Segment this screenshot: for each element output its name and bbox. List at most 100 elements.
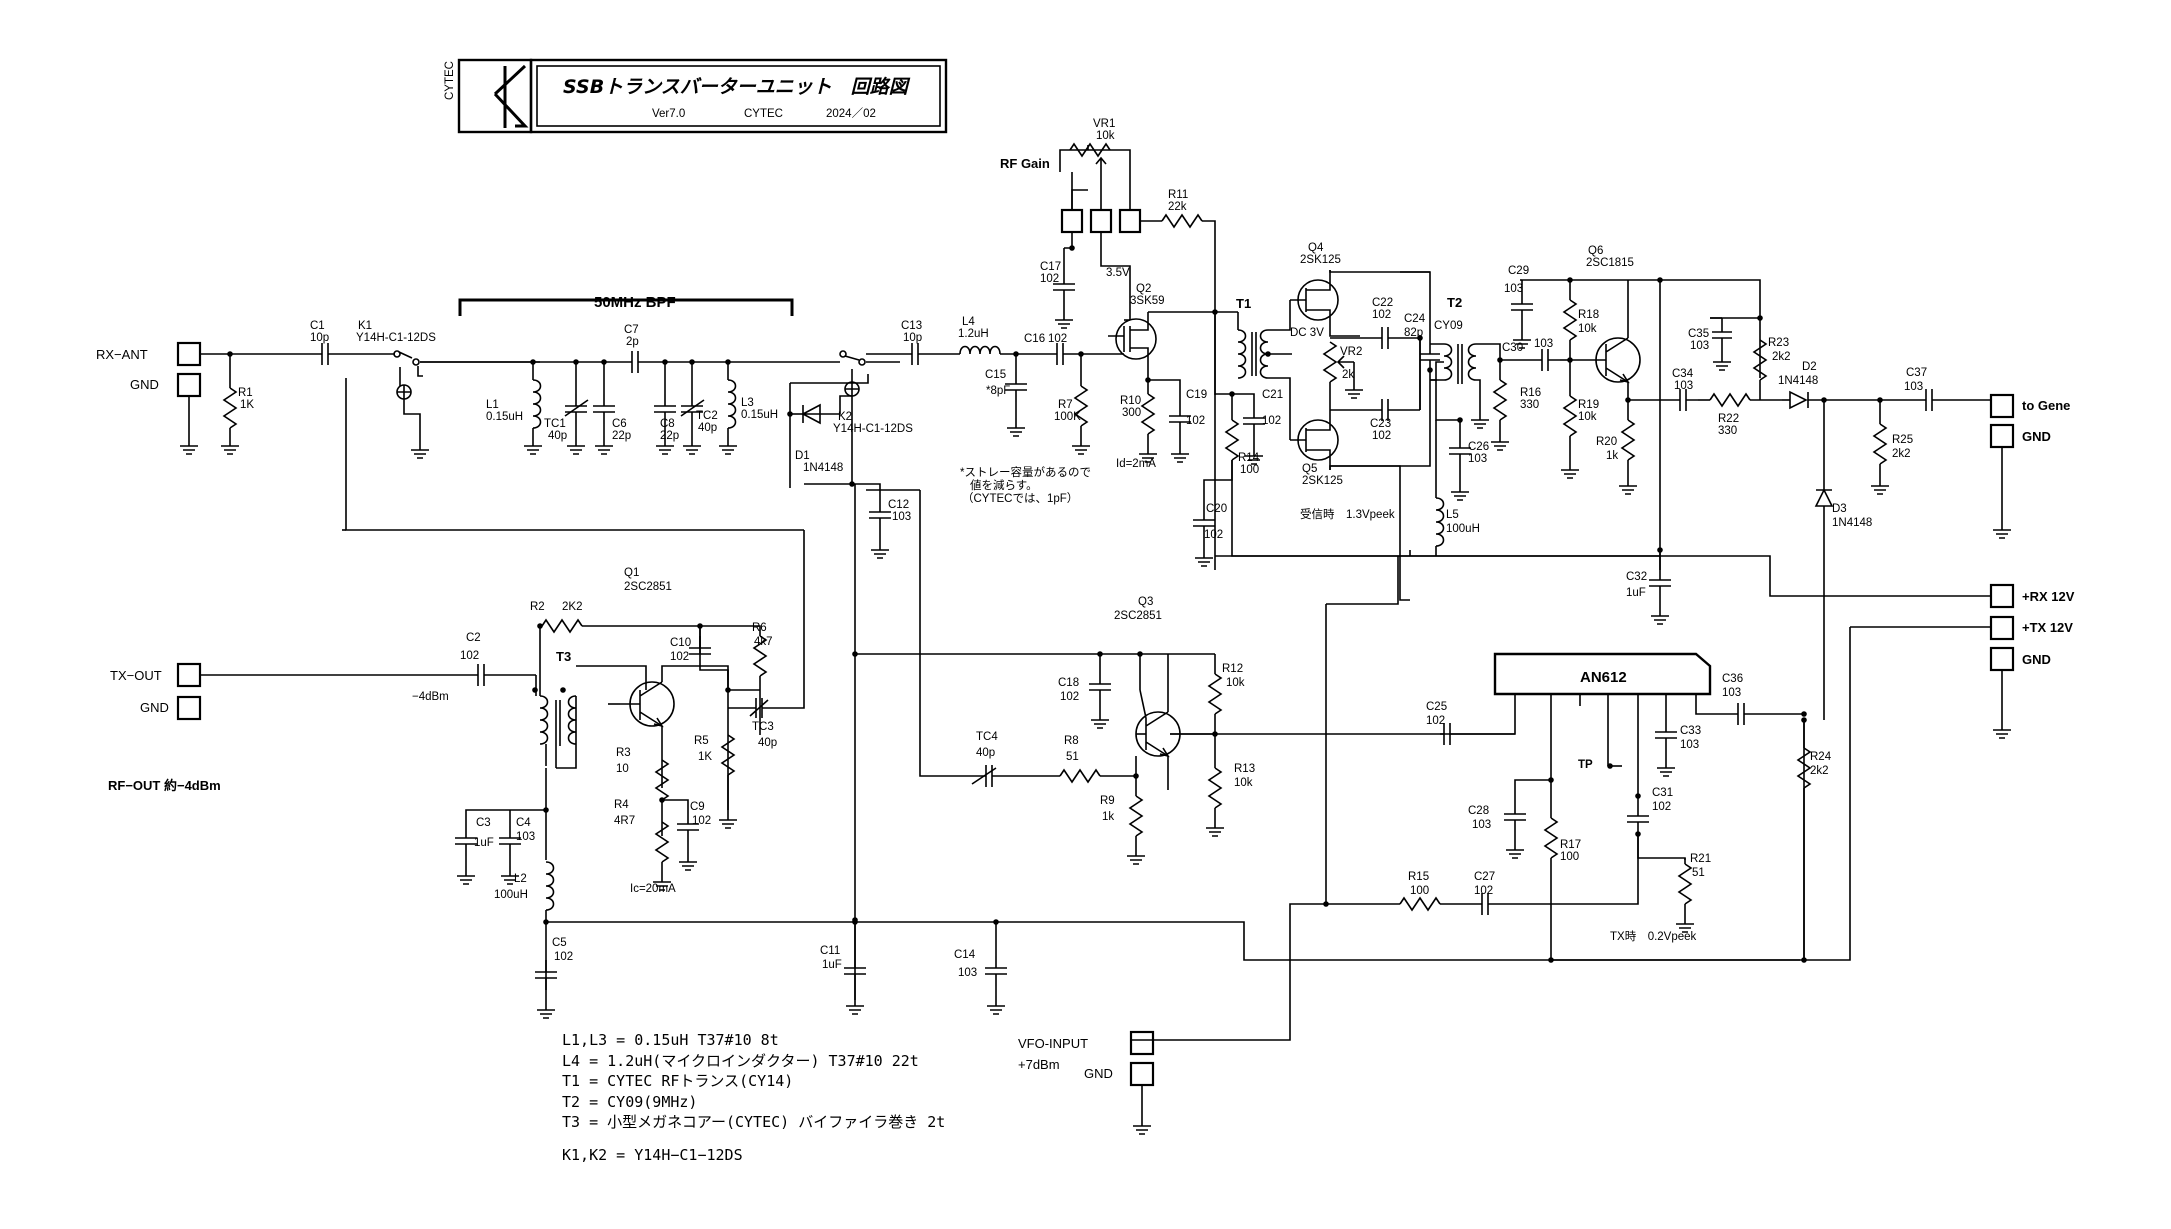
label-c20: C20	[1206, 503, 1227, 515]
gnd-label: GND	[1084, 1066, 1113, 1081]
label-l2: L2	[514, 873, 527, 885]
label-r8-value: 51	[1066, 751, 1079, 763]
label-c8-value: 22p	[660, 430, 679, 442]
label-l5-value: 100uH	[1446, 523, 1480, 535]
label-tc1: TC1	[544, 418, 566, 430]
label-c8: C8	[660, 418, 675, 430]
label-q5-value: 2SK125	[1302, 475, 1343, 487]
logo-text: CYTEC	[444, 61, 456, 100]
vfo-pad[interactable]	[1129, 1030, 1155, 1056]
label-r5: R5	[694, 735, 709, 747]
label-ic: Ic=20mA	[630, 883, 676, 895]
to-gene-pad[interactable]	[1989, 393, 2015, 419]
vr1-pin2[interactable]	[1089, 208, 1113, 234]
label-vr2: VR2	[1340, 346, 1362, 358]
label-c25: C25	[1426, 701, 1447, 713]
page-title: SSBトランスバーターユニット 回路図	[563, 76, 911, 98]
label-d3-value: 1N4148	[1832, 517, 1872, 529]
label-r4-value: 4R7	[614, 815, 635, 827]
label-c27: C27	[1474, 871, 1495, 883]
rx-gnd-pad[interactable]	[176, 372, 202, 398]
rx-ant-pad[interactable]	[176, 341, 202, 367]
label-r12-value: 10k	[1226, 677, 1245, 689]
label-r10: R10	[1120, 395, 1141, 407]
label-c36: C36	[1722, 673, 1743, 685]
parts-note-l4: L4 = 1.2uH(マイクロインダクター) T37#10 22t	[562, 1052, 919, 1070]
rf-gain-label: RF Gain	[1000, 156, 1050, 171]
an612-block: AN612	[1131, 556, 1807, 1135]
label-q3-value: 2SC2851	[1114, 610, 1162, 622]
label-c37: C37	[1906, 367, 1927, 379]
label-r6-value: 4k7	[754, 636, 773, 648]
pwr-gnd-pad[interactable]	[1989, 646, 2015, 672]
label-r11: R11	[1168, 189, 1188, 201]
label-c2: C2	[466, 632, 481, 644]
tx12-pad[interactable]	[1989, 615, 2015, 641]
vr1-pin1[interactable]	[1060, 208, 1084, 234]
label-c33: C33	[1680, 725, 1701, 737]
label-l3: L3	[741, 397, 754, 409]
label-c5-value: 102	[554, 951, 573, 963]
label-vr1: VR1	[1093, 118, 1115, 130]
tx-gnd-pad[interactable]	[176, 695, 202, 721]
rx-ant-label: RX−ANT	[96, 347, 148, 362]
label-r7-value: 100K	[1054, 411, 1081, 423]
label-c12-value: 103	[892, 511, 911, 523]
label-c36-value: 103	[1722, 687, 1741, 699]
label-l4: L4	[962, 316, 975, 328]
label-r22: R22	[1718, 413, 1739, 425]
stray-note-3: （CYTECでは、1pF）	[962, 492, 1078, 505]
label-k2-value: Y14H-C1-12DS	[833, 423, 913, 435]
label-r15-value: 100	[1410, 885, 1429, 897]
label-q6-value: 2SC1815	[1586, 257, 1634, 269]
label-c29-value: 103	[1504, 283, 1523, 295]
label-c13: C13	[901, 320, 922, 332]
label-c34: C34	[1672, 368, 1694, 380]
label-d2: D2	[1802, 361, 1817, 373]
tx-out-pad[interactable]	[176, 662, 202, 688]
bpf-label: 50MHz BPF	[594, 294, 676, 311]
label-c30-value: 103	[1534, 338, 1553, 350]
parts-note-t1: T1 = CYTEC RFトランス(CY14)	[562, 1072, 793, 1090]
label-c24-value: 82p	[1404, 327, 1423, 339]
label-c14-value: 103	[958, 967, 977, 979]
label-vr2-value: 2k	[1342, 369, 1354, 381]
label-r8: R8	[1064, 735, 1079, 747]
label-r9: R9	[1100, 795, 1115, 807]
label-c26-value: 103	[1468, 453, 1487, 465]
label-r3-value: 10	[616, 763, 629, 775]
label-c19: C19	[1186, 389, 1207, 401]
label-k2: K2	[838, 411, 852, 423]
label-c7: C7	[624, 324, 639, 336]
label-d1: D1	[795, 450, 810, 462]
component-labels: C1 10p R1 1K K1 Y14H-C1-12DS L1 0.15uH T…	[238, 118, 1927, 979]
label-r6: R6	[752, 622, 767, 634]
label-c5: C5	[552, 937, 567, 949]
q4q5-mixer	[1290, 270, 1570, 601]
label-c1-value: 10p	[310, 332, 329, 344]
label-r12: R12	[1222, 663, 1243, 675]
stray-note-1: *ストレー容量があるので	[960, 465, 1091, 479]
vr1-pin3[interactable]	[1118, 208, 1142, 234]
label-q4: Q4	[1308, 242, 1324, 254]
tx-level-note: TX時 0.2Vpeek	[1610, 930, 1697, 943]
label-tc4: TC4	[976, 731, 998, 743]
vfo-gnd-pad[interactable]	[1129, 1061, 1155, 1087]
label-c6: C6	[612, 418, 627, 430]
label-c19-value: 102	[1186, 415, 1205, 427]
label-l4-value: 1.2uH	[958, 328, 989, 340]
label-r23-value: 2k2	[1772, 351, 1791, 363]
label-q3: Q3	[1138, 596, 1153, 608]
rx12-pad[interactable]	[1989, 583, 2015, 609]
label-c14: C14	[954, 949, 976, 961]
label-d2-value: 1N4148	[1778, 375, 1818, 387]
parts-note-relays: K1,K2 = Y14H−C1−12DS	[562, 1146, 743, 1164]
q6-amp	[1510, 277, 2012, 625]
label-c32-value: 1uF	[1626, 587, 1646, 599]
label-l3-value: 0.15uH	[741, 409, 778, 421]
connector-labels: RX−ANT GND TX−OUT GND RF−OUT 約−4dBm to G…	[96, 156, 2075, 1081]
rx-level-note: 受信時 1.3Vpeek	[1300, 508, 1395, 521]
label-r13-value: 10k	[1234, 777, 1253, 789]
gene-gnd-pad[interactable]	[1989, 423, 2015, 449]
